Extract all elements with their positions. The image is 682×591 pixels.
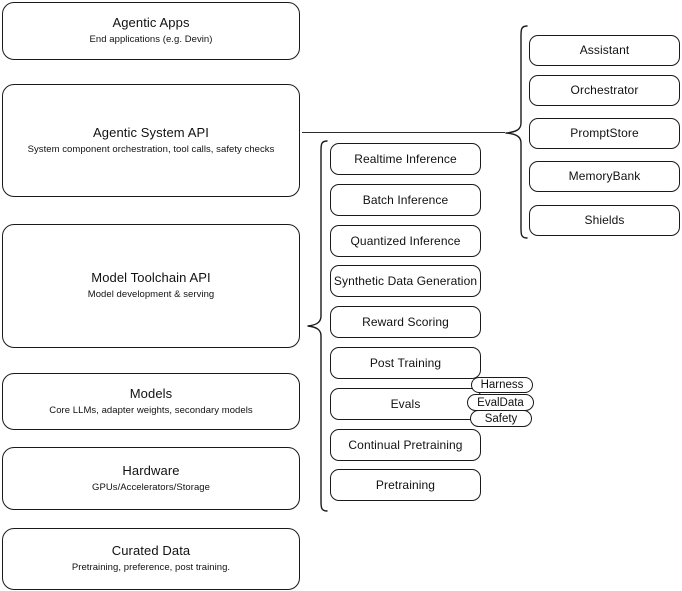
layer-title: Agentic Apps: [112, 15, 190, 31]
brace-toolchain-capabilities: [306, 140, 328, 512]
evals-badge-label: EvalData: [477, 396, 524, 409]
capability-label: Evals: [390, 396, 421, 411]
layer-agentic-system-api[interactable]: Agentic System API System component orch…: [2, 84, 300, 197]
component-label: MemoryBank: [568, 169, 641, 183]
layer-subtitle: Model development & serving: [87, 289, 215, 301]
capability-label: Synthetic Data Generation: [333, 273, 478, 288]
capability-label: Batch Inference: [362, 192, 449, 207]
capability-batch-inference[interactable]: Batch Inference: [330, 184, 481, 216]
component-assistant[interactable]: Assistant: [529, 35, 680, 66]
capability-continual-pretraining[interactable]: Continual Pretraining: [330, 429, 481, 461]
capability-pretraining[interactable]: Pretraining: [330, 469, 481, 501]
connector-system-api-to-components: [302, 132, 505, 134]
evals-badge-evaldata[interactable]: EvalData: [467, 394, 534, 411]
layer-model-toolchain-api[interactable]: Model Toolchain API Model development & …: [2, 224, 300, 348]
capability-label: Quantized Inference: [350, 233, 461, 248]
component-label: Orchestrator: [570, 83, 639, 97]
evals-badge-label: Safety: [484, 412, 518, 425]
layer-title: Models: [129, 385, 173, 401]
capability-label: Realtime Inference: [354, 151, 457, 166]
component-memorybank[interactable]: MemoryBank: [529, 161, 680, 192]
layer-subtitle: End applications (e.g. Devin): [89, 34, 213, 46]
layer-subtitle: GPUs/Accelerators/Storage: [92, 481, 210, 493]
layer-subtitle: Core LLMs, adapter weights, secondary mo…: [49, 404, 253, 416]
layer-subtitle: System component orchestration, tool cal…: [27, 143, 275, 155]
layer-curated-data[interactable]: Curated Data Pretraining, preference, po…: [2, 528, 300, 590]
evals-badge-harness[interactable]: Harness: [471, 377, 533, 393]
brace-system-components: [504, 25, 528, 239]
capability-label: Reward Scoring: [362, 314, 449, 329]
capability-label: Pretraining: [375, 477, 436, 492]
evals-badge-label: Harness: [480, 379, 524, 391]
component-shields[interactable]: Shields: [529, 205, 680, 236]
layer-subtitle: Pretraining, preference, post training.: [71, 562, 231, 574]
capability-label: Post Training: [369, 355, 442, 370]
layer-title: Model Toolchain API: [91, 270, 211, 286]
layer-hardware[interactable]: Hardware GPUs/Accelerators/Storage: [2, 447, 300, 510]
layer-agentic-apps[interactable]: Agentic Apps End applications (e.g. Devi…: [2, 2, 300, 60]
capability-quantized-inference[interactable]: Quantized Inference: [330, 225, 481, 257]
capability-reward-scoring[interactable]: Reward Scoring: [330, 306, 481, 338]
component-promptstore[interactable]: PromptStore: [529, 118, 680, 149]
capability-evals[interactable]: Evals: [330, 388, 481, 420]
layer-models[interactable]: Models Core LLMs, adapter weights, secon…: [2, 373, 300, 430]
component-label: PromptStore: [570, 126, 639, 140]
evals-badge-safety[interactable]: Safety: [470, 410, 532, 427]
capability-label: Continual Pretraining: [348, 437, 463, 452]
component-label: Shields: [584, 213, 625, 227]
component-orchestrator[interactable]: Orchestrator: [529, 75, 680, 106]
component-label: Assistant: [579, 43, 630, 57]
layer-title: Curated Data: [111, 543, 191, 559]
layer-title: Hardware: [122, 462, 180, 478]
capability-post-training[interactable]: Post Training: [330, 347, 481, 379]
capability-synthetic-data-generation[interactable]: Synthetic Data Generation: [330, 265, 481, 297]
capability-realtime-inference[interactable]: Realtime Inference: [330, 143, 481, 175]
layer-title: Agentic System API: [93, 124, 209, 140]
